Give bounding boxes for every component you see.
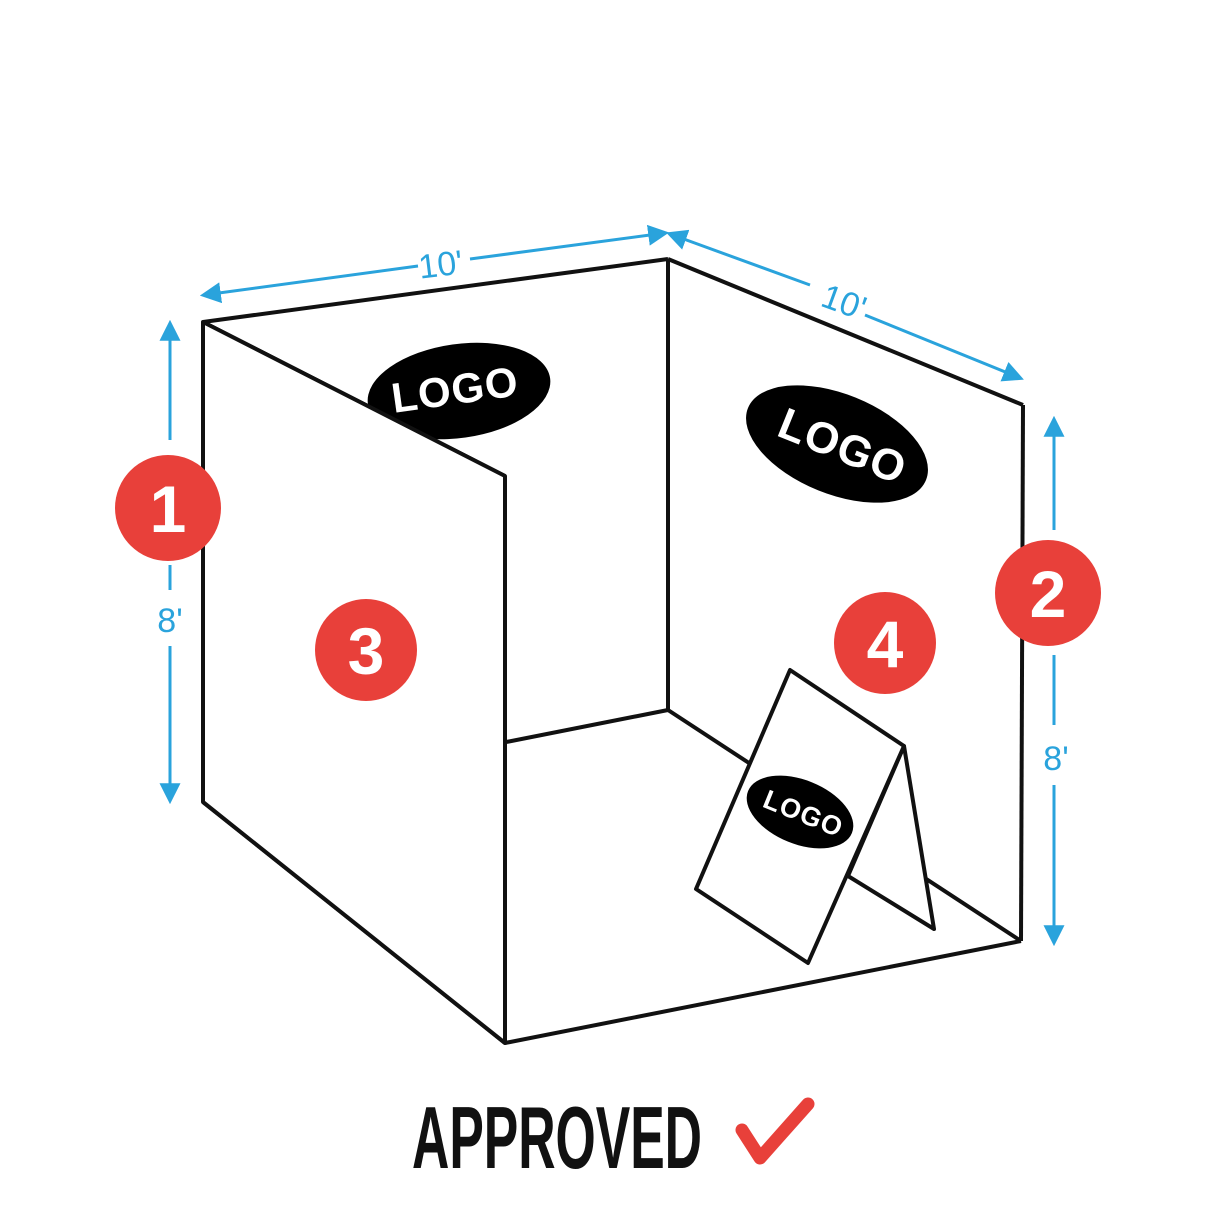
back-right-outer-edge — [1019, 404, 1025, 942]
badge-1-label: 1 — [150, 472, 187, 546]
approved-status: APPROVED — [412, 1088, 815, 1187]
dimension-arrow-left — [666, 229, 811, 287]
badge-3-label: 3 — [348, 614, 385, 688]
dimension-arrow-right — [469, 224, 670, 261]
check-mark-icon — [735, 1097, 815, 1165]
floor-front-edge — [504, 939, 1022, 1045]
badge-2-circle — [995, 540, 1101, 646]
dimension-label-left: 8' — [157, 602, 182, 640]
badge-1: 1 — [115, 455, 221, 561]
dimension-right-height: 8' — [1043, 415, 1069, 947]
dimension-arrow-right — [864, 313, 1024, 382]
badge-4-label: 4 — [867, 607, 904, 681]
logo-back-right-ellipse — [746, 385, 928, 503]
badge-4: 4 — [834, 592, 936, 694]
dimension-label-back-left: 10' — [416, 244, 465, 287]
badge-1-circle — [115, 455, 221, 561]
badge-3: 3 — [315, 599, 417, 701]
logo-back-right: LOGO — [746, 385, 928, 503]
dimension-arrow-left — [199, 264, 419, 304]
badge-2: 2 — [995, 540, 1101, 646]
dimension-label-back-right: 10' — [816, 277, 871, 328]
approved-label: APPROVED — [412, 1088, 702, 1187]
dimension-left-height: 8' — [157, 319, 183, 805]
logo-tent-sign-ellipse — [746, 775, 854, 849]
dimension-back-left-width: 10' — [199, 224, 670, 304]
badge-3-circle — [315, 599, 417, 701]
dimension-label-right: 8' — [1043, 740, 1068, 778]
back-left-top-edge — [202, 257, 669, 324]
badge-4-circle — [834, 592, 936, 694]
badge-2-label: 2 — [1030, 557, 1067, 631]
logo-back-left-ellipse — [367, 342, 551, 440]
back-right-top-edge — [667, 257, 1024, 407]
dimension-back-right-width: 10' — [666, 229, 1024, 382]
